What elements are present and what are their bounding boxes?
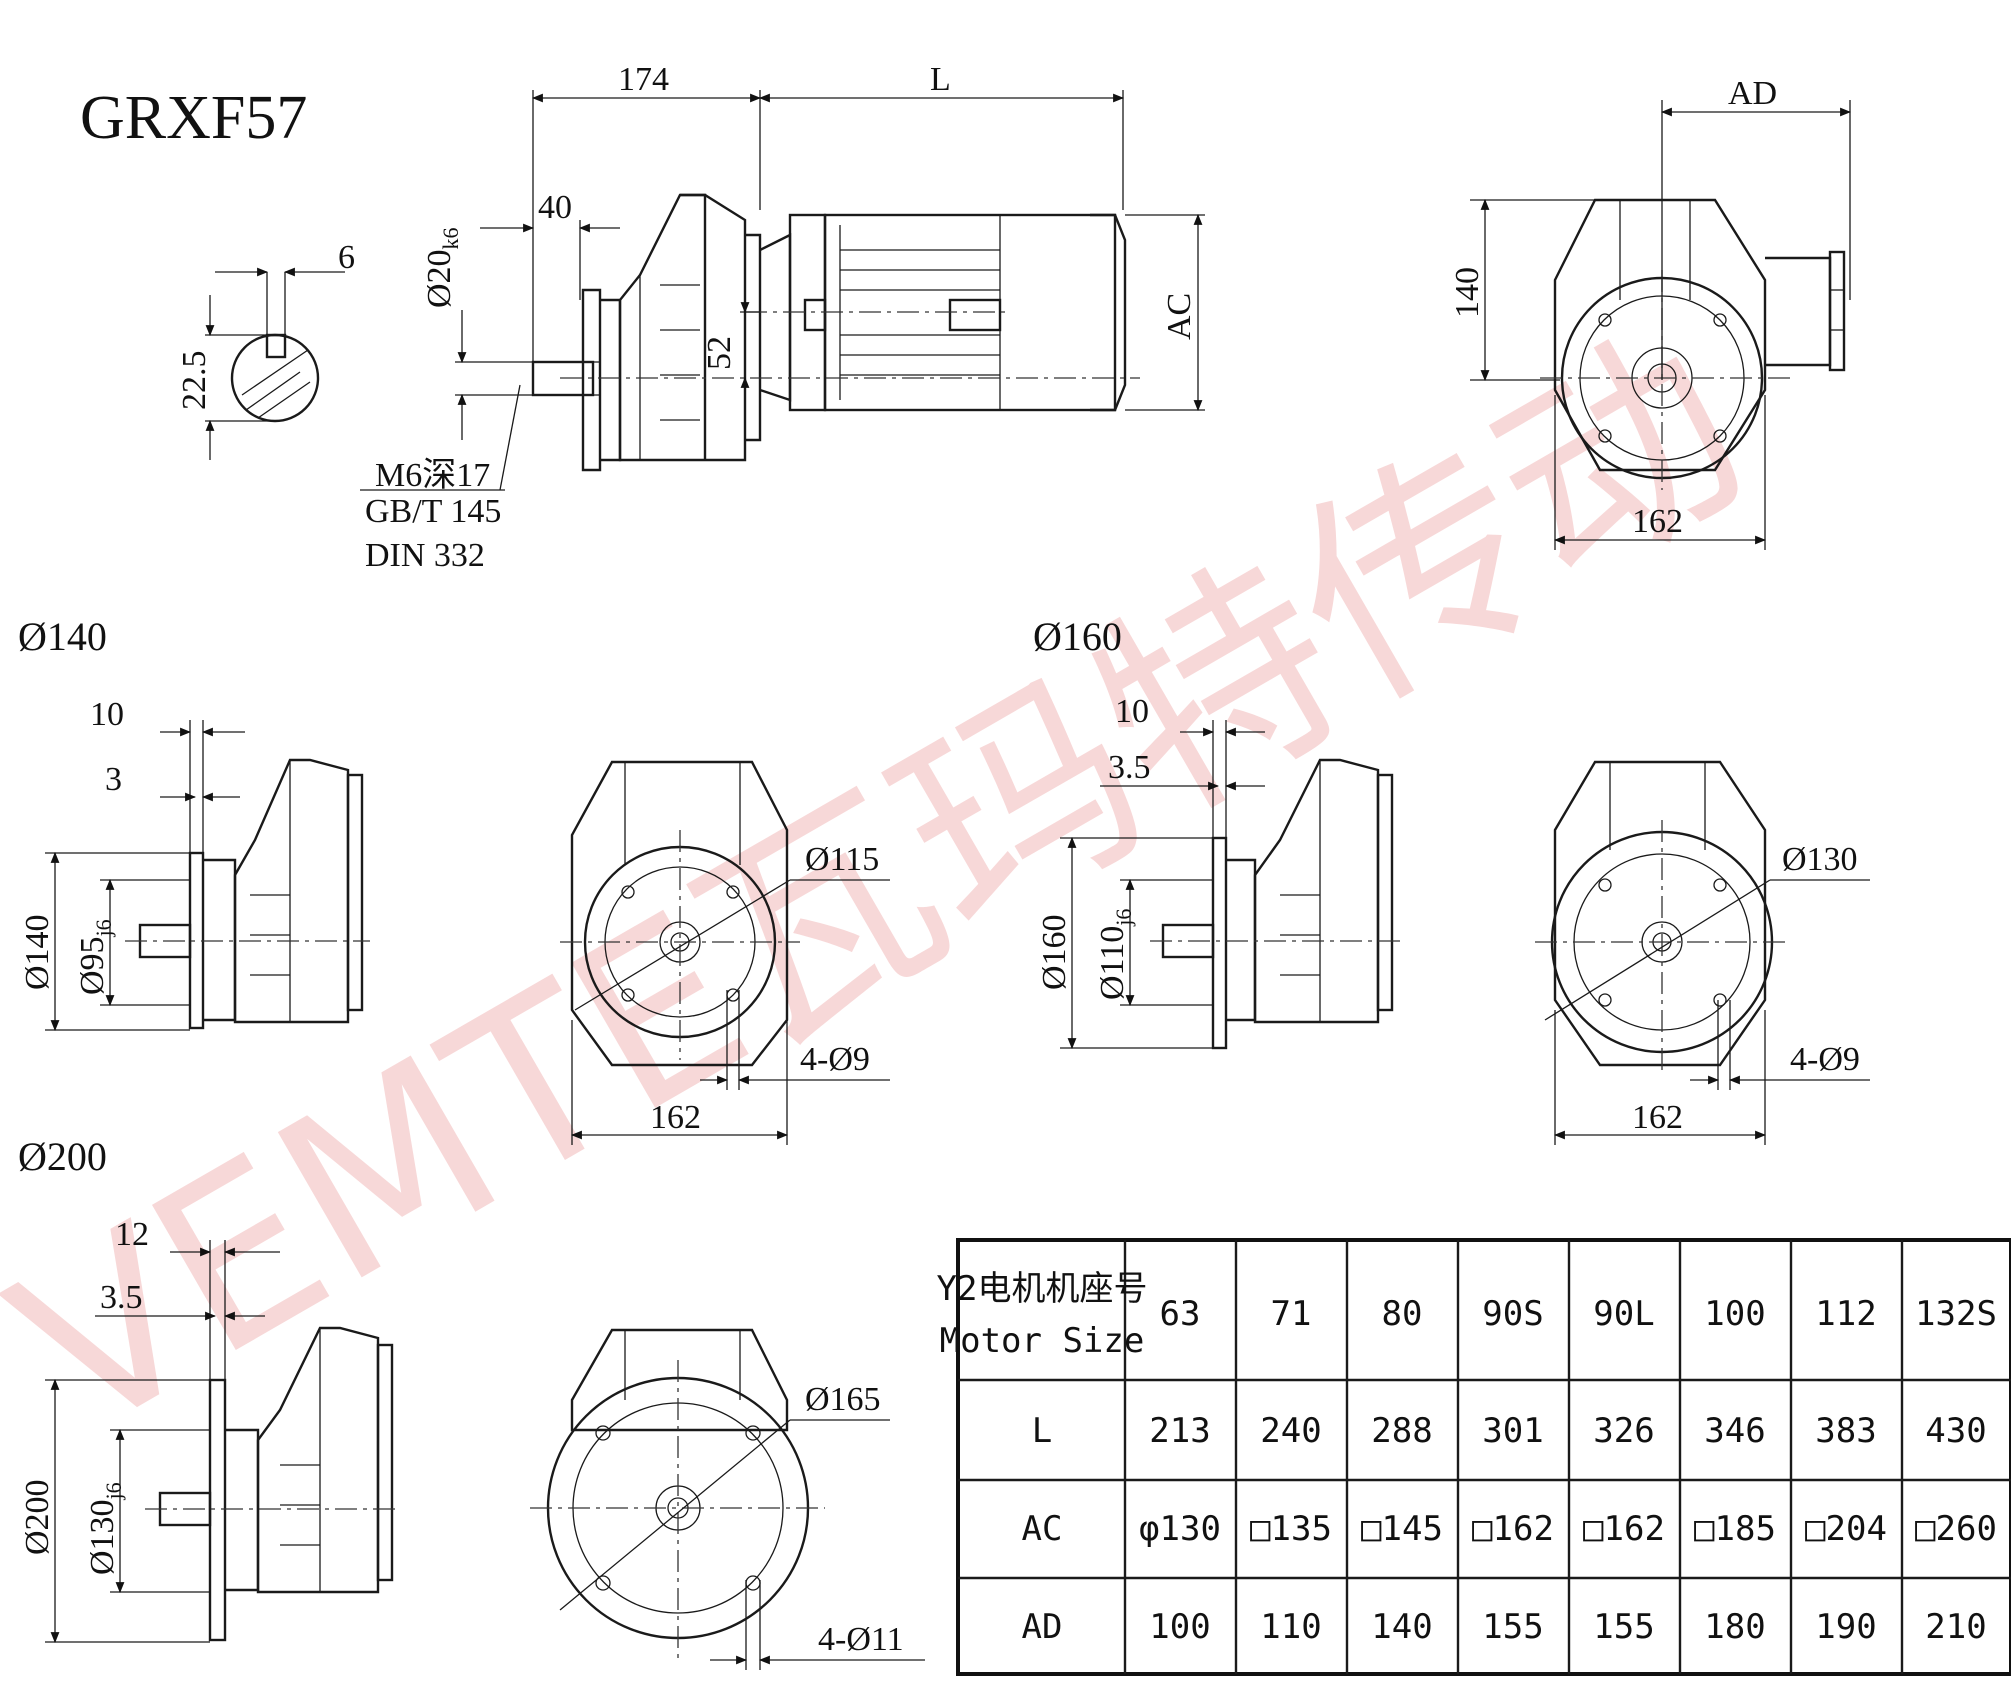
motor-size-table: Y2电机机座号 Motor Size 63 71 80 90S 90L 100 … [937,1238,2011,1676]
cell-AD-71: 110 [1260,1607,1321,1647]
cell-AD-80: 140 [1371,1607,1432,1647]
col-112: 112 [1815,1294,1876,1334]
dim-L: L [930,61,951,98]
cell-AD-90S: 155 [1482,1607,1543,1647]
f140-dim-3: 3 [105,761,122,798]
f200-dim-spigot: Ø130j6 [84,1482,126,1575]
thread-note-2: GB/T 145 [365,493,501,530]
dim-52: 52 [701,336,738,370]
dim-174: 174 [618,61,669,98]
f160-holes: 4-Ø9 [1790,1041,1860,1078]
col-90L: 90L [1593,1294,1654,1334]
flange-160-end-view: Ø130 4-Ø9 162 [1535,760,1870,1145]
cell-AC-100: □185 [1694,1509,1776,1549]
cell-AD-63: 100 [1149,1607,1210,1647]
flange-140-side-view: 10 3 Ø140 Ø95j6 [19,696,370,1032]
flange-160-side-view: 10 3.5 Ø160 Ø110j6 [1036,693,1400,1050]
cell-AD-100: 180 [1704,1607,1765,1647]
key-width-dim: 6 [338,239,355,276]
cell-AD-90L: 155 [1593,1607,1654,1647]
cell-AC-80: □145 [1361,1509,1443,1549]
row-label-L: L [1032,1411,1052,1451]
col-63: 63 [1160,1294,1201,1334]
f160-width: 162 [1632,1099,1683,1136]
col-71: 71 [1271,1294,1312,1334]
cell-L-100: 346 [1704,1411,1765,1451]
cell-L-63: 213 [1149,1411,1210,1451]
f160-pcd: Ø130 [1782,841,1858,878]
cell-AC-63: φ130 [1139,1509,1221,1549]
flange-200-side-view: 12 3.5 Ø200 Ø130j6 [19,1216,400,1644]
cell-AC-132S: □260 [1915,1509,1997,1549]
model-title: GRXF57 [80,84,307,152]
f140-dim-10: 10 [90,696,124,733]
shaft-key-section: 6 22.5 [176,239,355,460]
dim-40: 40 [538,189,572,226]
dim-shaft-diameter: Ø20k6 [421,227,463,308]
dim-162-width: 162 [1632,503,1683,540]
f140-holes: 4-Ø9 [800,1041,870,1078]
cell-AD-112: 190 [1815,1607,1876,1647]
key-height-dim: 22.5 [176,351,213,411]
dim-140-height: 140 [1449,267,1486,318]
cell-L-90L: 326 [1593,1411,1654,1451]
end-view-main: AD 140 162 [1449,75,1852,550]
f140-pcd: Ø115 [805,841,879,878]
thread-note-1: M6深17 [375,457,490,494]
cell-L-71: 240 [1260,1411,1321,1451]
f160-dim-spigot: Ø110j6 [1094,909,1136,1000]
dim-AC: AC [1161,293,1198,340]
flange-200-end-view: Ø165 4-Ø11 [530,1328,925,1670]
thread-note-3: DIN 332 [365,537,485,574]
dim-AD: AD [1728,75,1777,112]
cell-AD-132S: 210 [1925,1607,1986,1647]
col-132S: 132S [1915,1294,1997,1334]
cell-AC-71: □135 [1250,1509,1332,1549]
row-label-AC: AC [1022,1509,1063,1549]
f200-pcd: Ø165 [805,1381,881,1418]
f200-holes: 4-Ø11 [818,1621,904,1658]
flange-140-end-view: Ø115 4-Ø9 162 [560,760,890,1145]
f140-width: 162 [650,1099,701,1136]
cell-AC-112: □204 [1805,1509,1887,1549]
col-90S: 90S [1482,1294,1543,1334]
flange-160-heading: Ø160 [1033,614,1122,659]
table-header-en: Motor Size [940,1321,1145,1361]
f200-dim-outer: Ø200 [19,1479,56,1555]
f200-dim-12: 12 [115,1216,149,1253]
f160-dim-10: 10 [1115,693,1149,730]
col-100: 100 [1704,1294,1765,1334]
col-80: 80 [1382,1294,1423,1334]
f140-dim-spigot: Ø95j6 [74,919,116,995]
cell-L-112: 383 [1815,1411,1876,1451]
f160-dim-35: 3.5 [1108,749,1151,786]
f160-dim-outer: Ø160 [1036,914,1073,990]
cell-AC-90S: □162 [1472,1509,1554,1549]
f200-dim-35: 3.5 [100,1279,143,1316]
f140-dim-outer: Ø140 [19,914,56,990]
table-header-cn: Y2电机机座号 [937,1269,1148,1309]
side-view-main: 174 L 40 Ø20k6 [360,61,1205,574]
cell-L-90S: 301 [1482,1411,1543,1451]
row-label-AD: AD [1022,1607,1063,1647]
flange-200-heading: Ø200 [18,1134,107,1179]
cell-L-132S: 430 [1925,1411,1986,1451]
cell-AC-90L: □162 [1583,1509,1665,1549]
flange-140-heading: Ø140 [18,614,107,659]
cell-L-80: 288 [1371,1411,1432,1451]
